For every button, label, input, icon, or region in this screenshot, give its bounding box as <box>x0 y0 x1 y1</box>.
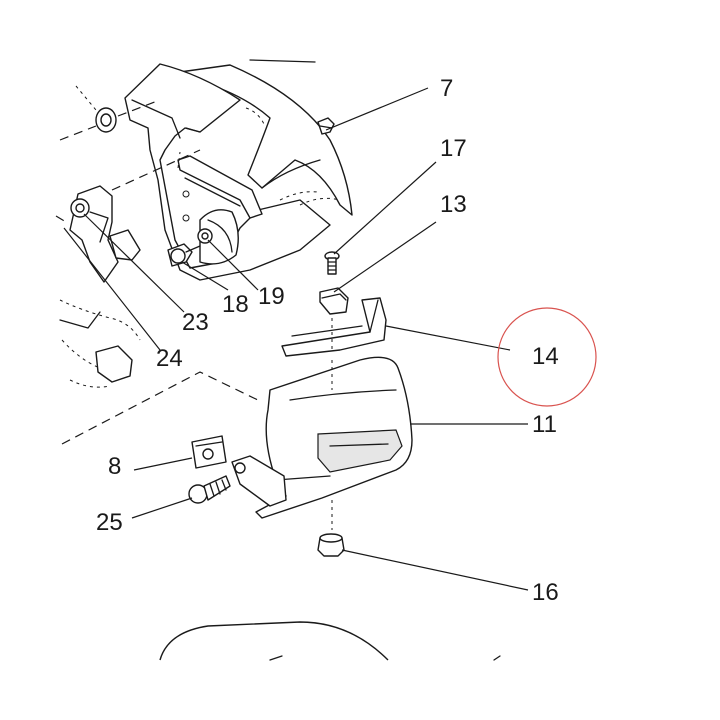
nut-plate-8 <box>191 435 227 469</box>
assembly-lines <box>55 149 263 445</box>
callout-14: 14 <box>532 343 559 370</box>
callout-25: 25 <box>96 509 123 536</box>
callout-11: 11 <box>532 411 557 438</box>
callout-labels: 7 17 13 14 11 8 25 16 23 18 19 24 <box>96 75 559 606</box>
bracket-14 <box>281 297 387 357</box>
nut-13 <box>319 287 349 315</box>
grommet-top-left <box>59 85 161 141</box>
callout-19: 19 <box>258 283 285 310</box>
bolt-18 <box>167 243 201 267</box>
washer-23 <box>70 198 90 218</box>
collar-19 <box>197 228 213 244</box>
callout-13: 13 <box>440 191 467 218</box>
screw-17 <box>324 251 340 275</box>
bolt-25 <box>188 475 231 504</box>
callout-23: 23 <box>182 309 209 336</box>
callout-17: 17 <box>440 135 467 162</box>
callout-7: 7 <box>440 75 453 102</box>
highlight-circle <box>497 307 597 407</box>
callout-18: 18 <box>222 291 249 318</box>
grommet-16 <box>317 533 345 557</box>
side-bracket <box>231 455 287 507</box>
callout-8: 8 <box>108 453 121 480</box>
callout-24: 24 <box>156 345 183 372</box>
upper-fairing-assembly <box>124 59 353 281</box>
leader-lines <box>63 87 529 591</box>
lower-cowl-11 <box>255 356 413 530</box>
left-frame-bracket <box>59 185 141 388</box>
lower-partial-part <box>159 621 501 661</box>
callout-16: 16 <box>532 579 559 606</box>
